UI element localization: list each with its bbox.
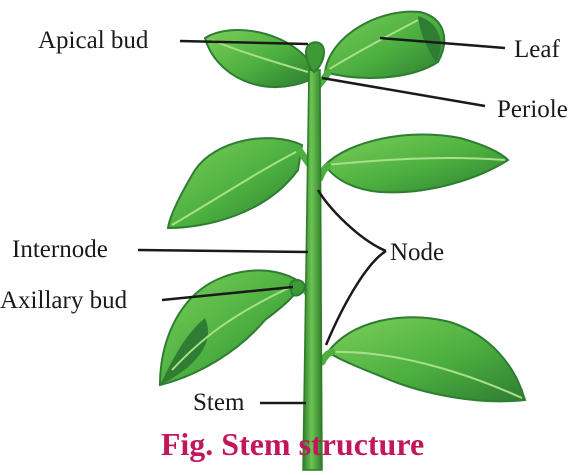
internode-leader: [137, 248, 309, 254]
leaf-lower-right: [326, 316, 527, 403]
label-periole: Periole: [497, 96, 568, 123]
leaf-leader: [379, 36, 506, 50]
leaf-middle-right: [323, 133, 510, 194]
node-leader-lower: [324, 249, 387, 346]
label-internode: Internode: [12, 236, 108, 263]
label-axillary-bud: Axillary bud: [0, 287, 128, 314]
label-apical-bud: Apical bud: [38, 27, 149, 54]
leader-lines: [137, 36, 506, 405]
leaf-top-left: [203, 29, 311, 89]
axillary-bud-leader: [161, 285, 294, 302]
leaf-lower-left: [158, 269, 302, 387]
label-stem: Stem: [193, 389, 245, 416]
axillary-bud: [288, 278, 307, 297]
apical-bud: [304, 41, 326, 74]
label-node: Node: [390, 239, 445, 266]
apical-bud-leader: [179, 39, 309, 46]
node-leader-upper: [316, 189, 387, 253]
periole-leader: [321, 76, 486, 108]
label-leaf: Leaf: [514, 36, 560, 63]
leaf-middle-left: [166, 137, 304, 230]
figure-caption: Fig. Stem structure: [160, 426, 425, 462]
leaf-top-right: [323, 10, 446, 79]
stem: [302, 69, 323, 471]
